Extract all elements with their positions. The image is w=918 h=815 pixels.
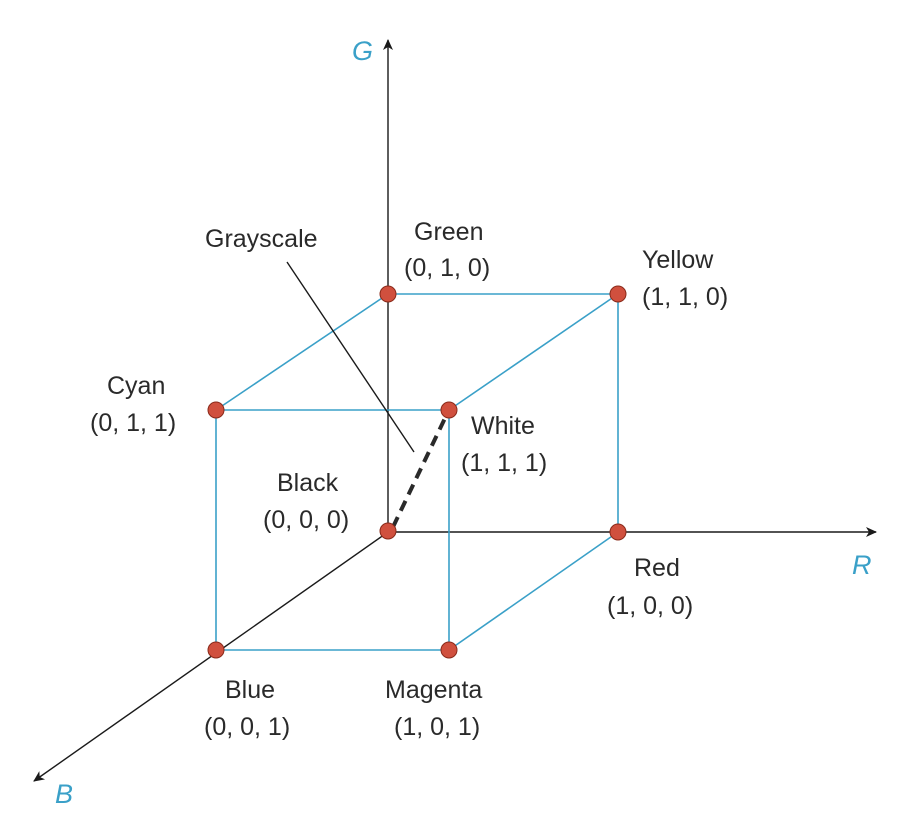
vertex-cyan-dot bbox=[207, 401, 225, 419]
magenta-name-label: Magenta bbox=[385, 676, 482, 704]
black-coords-label: (0, 0, 0) bbox=[263, 506, 349, 534]
g-axis-label: G bbox=[352, 36, 373, 66]
yellow-coords-label: (1, 1, 0) bbox=[642, 283, 728, 311]
red-name-label: Red bbox=[634, 554, 680, 582]
vertex-blue-dot bbox=[207, 641, 225, 659]
cyan-coords-label: (0, 1, 1) bbox=[90, 409, 176, 437]
vertex-red-dot bbox=[609, 523, 627, 541]
edge-green-cyan bbox=[215, 293, 389, 411]
magenta-coords-label: (1, 0, 1) bbox=[394, 713, 480, 741]
vertex-magenta-dot bbox=[440, 641, 458, 659]
vertex-green-dot bbox=[379, 285, 397, 303]
cyan-name-label: Cyan bbox=[107, 372, 165, 400]
vertex-yellow-dot bbox=[609, 285, 627, 303]
yellow-name-label: Yellow bbox=[642, 246, 714, 274]
blue-name-label: Blue bbox=[225, 676, 275, 704]
vertex-white-dot bbox=[440, 401, 458, 419]
grayscale-leader-line bbox=[286, 261, 415, 453]
green-name-label: Green bbox=[414, 218, 483, 246]
black-name-label: Black bbox=[277, 469, 339, 497]
edge-yellow-white bbox=[448, 293, 619, 411]
blue-coords-label: (0, 0, 1) bbox=[204, 713, 290, 741]
grayscale-diagonal bbox=[391, 413, 449, 528]
green-coords-label: (0, 1, 0) bbox=[404, 254, 490, 282]
vertex-black-dot bbox=[379, 522, 397, 540]
grayscale-label: Grayscale bbox=[205, 225, 318, 253]
white-name-label: White bbox=[471, 412, 535, 440]
red-coords-label: (1, 0, 0) bbox=[607, 592, 693, 620]
b-axis-label: B bbox=[55, 779, 73, 809]
r-axis-label: R bbox=[852, 550, 872, 580]
edge-red-magenta bbox=[448, 531, 619, 651]
white-coords-label: (1, 1, 1) bbox=[461, 449, 547, 477]
